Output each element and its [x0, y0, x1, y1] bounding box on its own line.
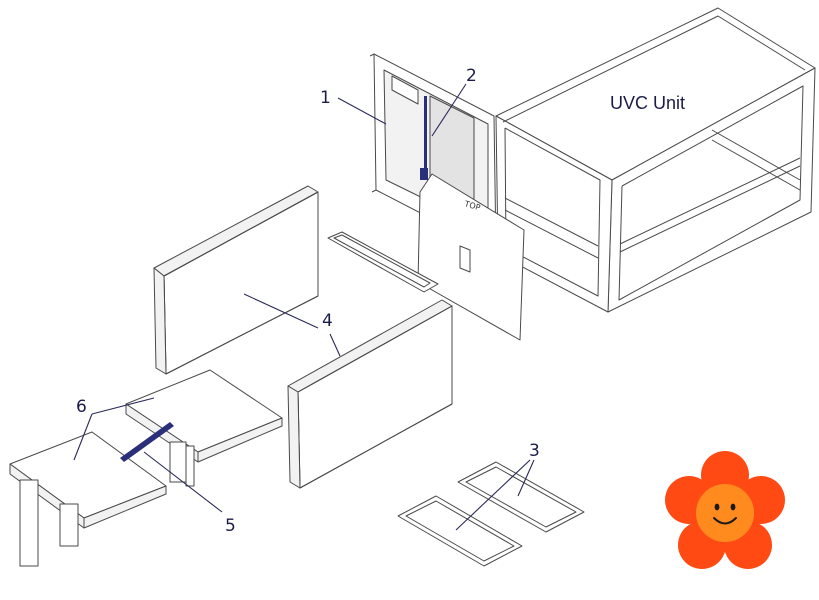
part-3-tray-left	[397, 495, 523, 567]
part-4-filter-right	[287, 299, 453, 489]
part-5-cross-bar	[120, 422, 174, 462]
smiling-flower-icon	[665, 451, 785, 569]
part-6-bracket-rear	[125, 369, 283, 487]
callout-1: 1	[320, 88, 331, 108]
drip-tray	[327, 231, 439, 293]
part-2-top-plate	[417, 173, 525, 341]
leader-lines	[73, 83, 535, 531]
callout-4: 4	[322, 311, 333, 331]
uvc-unit-housing	[495, 7, 816, 313]
callout-2: 2	[466, 66, 477, 86]
part-2-lamp-rod	[424, 96, 427, 174]
callout-5: 5	[225, 516, 236, 536]
part-3-tray-right	[457, 461, 585, 533]
callout-3: 3	[529, 441, 540, 461]
unit-title: UVC Unit	[610, 93, 685, 113]
part-6-bracket-front	[9, 431, 167, 567]
part-2-lamp-cap	[420, 168, 428, 180]
callout-6: 6	[76, 397, 87, 417]
part-4-filter-left	[153, 185, 319, 375]
